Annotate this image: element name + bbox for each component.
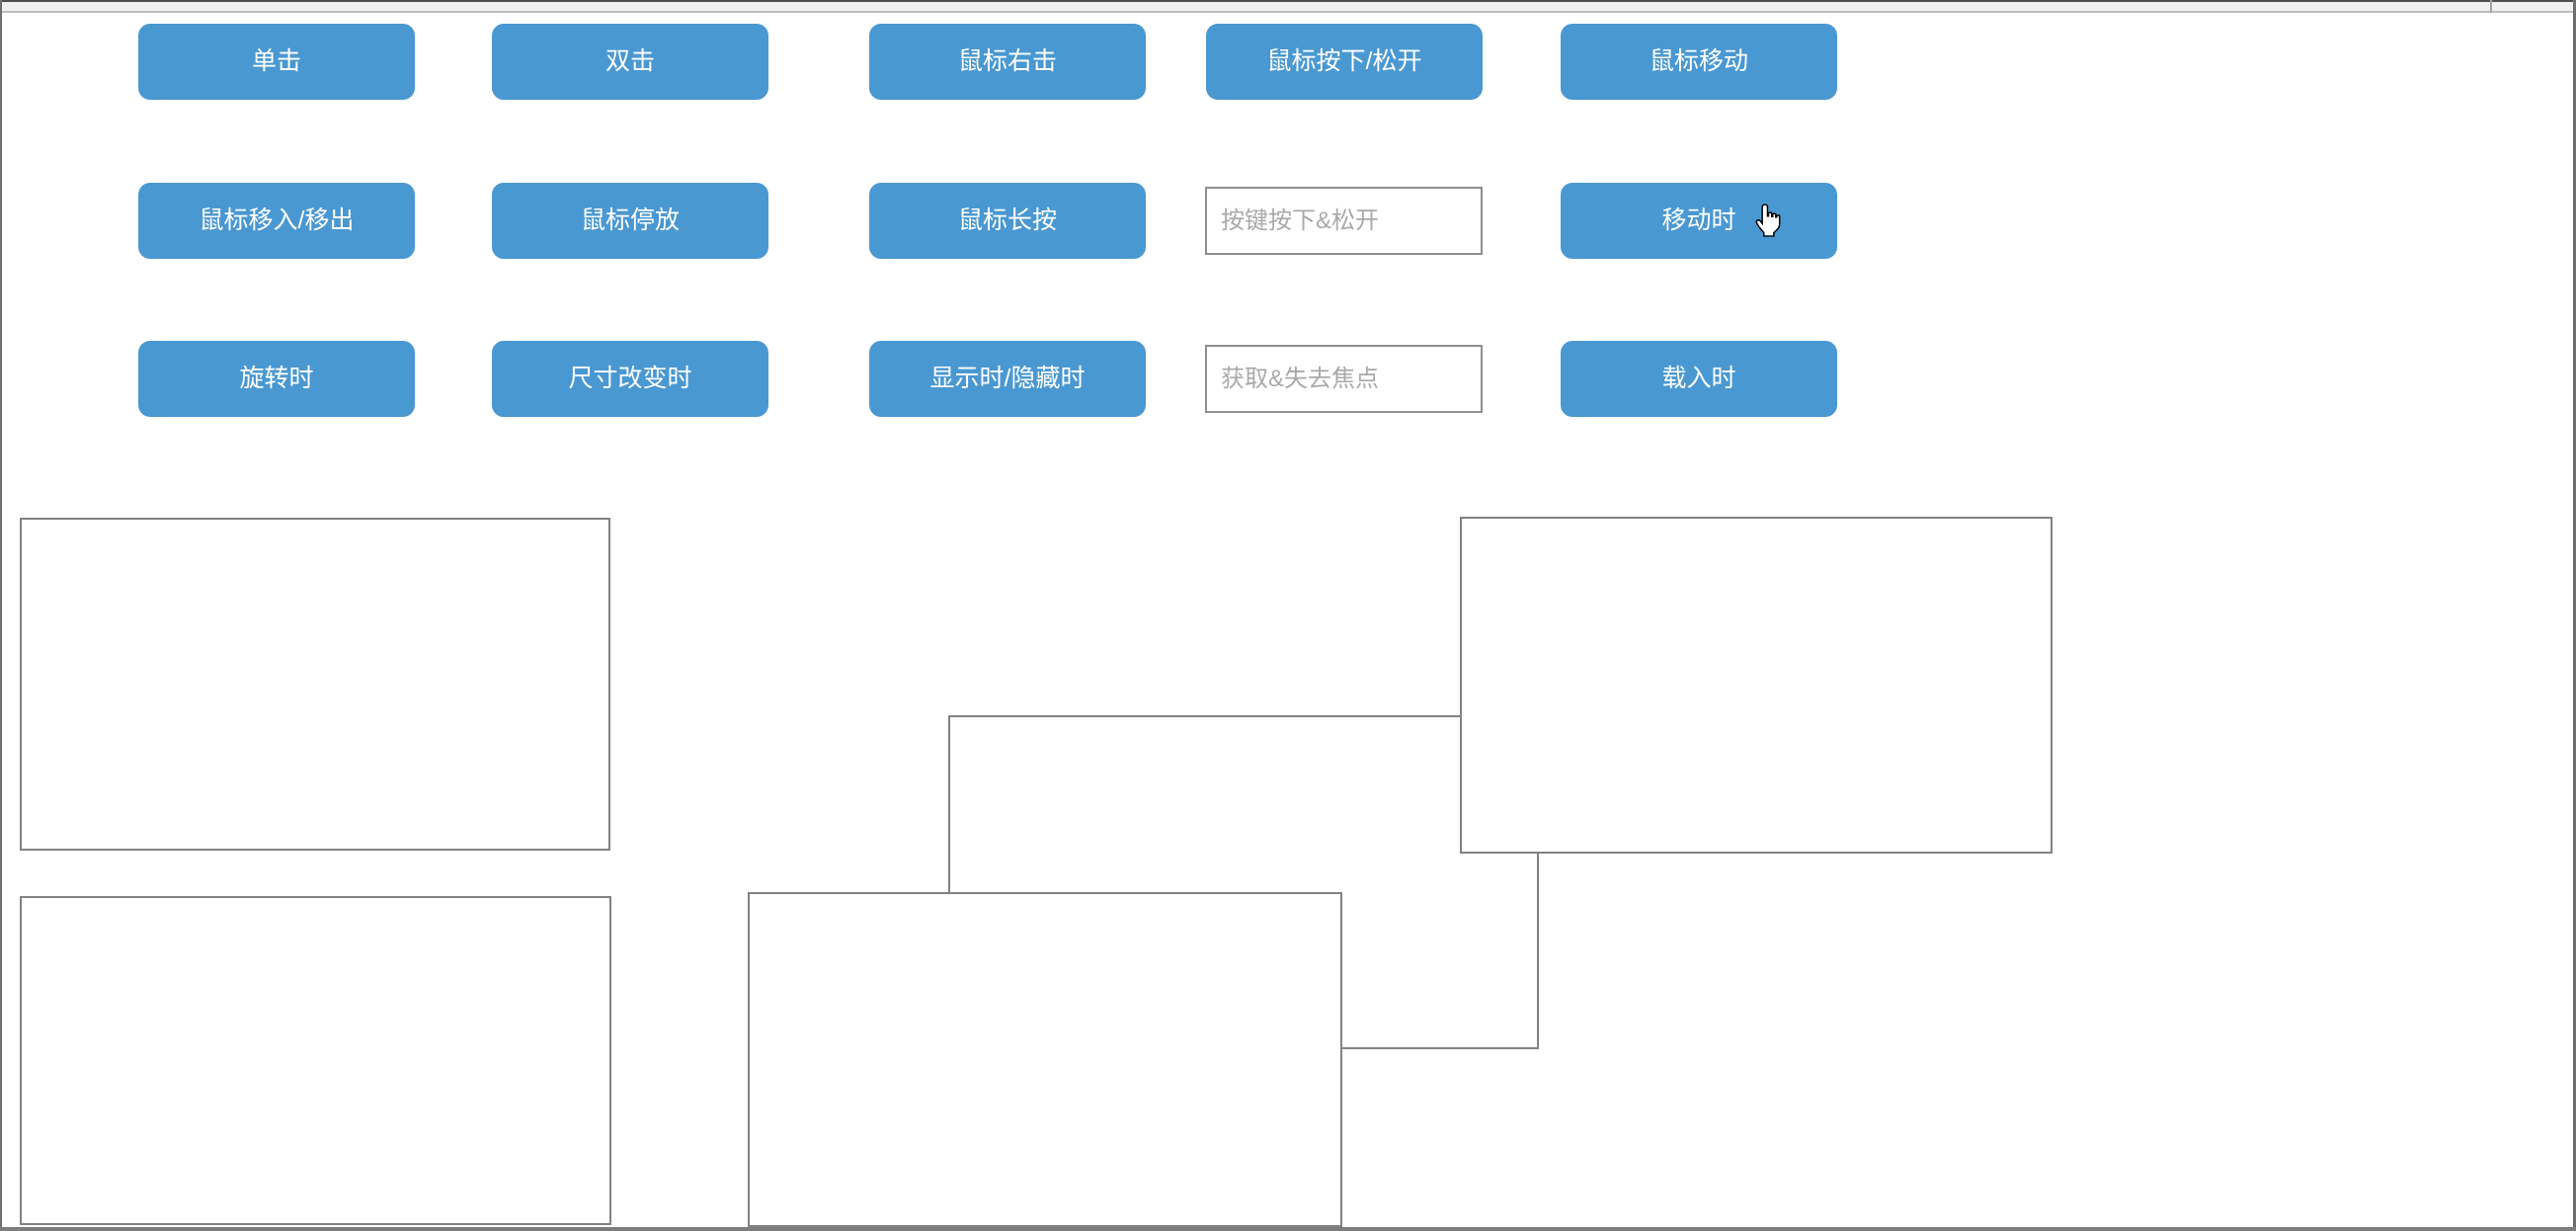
page-top-border xyxy=(0,0,2576,2)
on-load-button[interactable]: 载入时 xyxy=(1561,341,1837,417)
scrollbar-underline xyxy=(0,11,2576,13)
click-button[interactable]: 单击 xyxy=(138,24,415,100)
mouse-enter-leave-button[interactable]: 鼠标移入/移出 xyxy=(138,183,415,259)
mouse-move-button[interactable]: 鼠标移动 xyxy=(1561,24,1837,100)
on-rotate-button[interactable]: 旋转时 xyxy=(138,341,415,417)
scrollbar-divider xyxy=(2490,0,2492,13)
double-click-button[interactable]: 双击 xyxy=(492,24,768,100)
event-target-box-bottom-middle[interactable] xyxy=(748,892,1342,1227)
event-target-box-top-left[interactable] xyxy=(20,518,610,851)
horizontal-scrollbar[interactable] xyxy=(0,2,2576,11)
key-down-up-input[interactable] xyxy=(1205,187,1483,255)
page-left-border xyxy=(0,0,2,1231)
on-show-hide-button[interactable]: 显示时/隐藏时 xyxy=(869,341,1146,417)
focus-blur-input[interactable] xyxy=(1205,345,1483,413)
on-move-button[interactable]: 移动时 xyxy=(1561,183,1837,259)
event-target-box-bottom-left[interactable] xyxy=(20,896,611,1225)
page-bottom-border xyxy=(0,1227,2576,1231)
mouse-long-press-button[interactable]: 鼠标长按 xyxy=(869,183,1146,259)
mouse-down-up-button[interactable]: 鼠标按下/松开 xyxy=(1206,24,1483,100)
right-click-button[interactable]: 鼠标右击 xyxy=(869,24,1146,100)
mouse-hover-button[interactable]: 鼠标停放 xyxy=(492,183,768,259)
on-resize-button[interactable]: 尺寸改变时 xyxy=(492,341,768,417)
event-target-box-top-right[interactable] xyxy=(1460,517,2053,854)
page-right-border xyxy=(2573,0,2576,1231)
